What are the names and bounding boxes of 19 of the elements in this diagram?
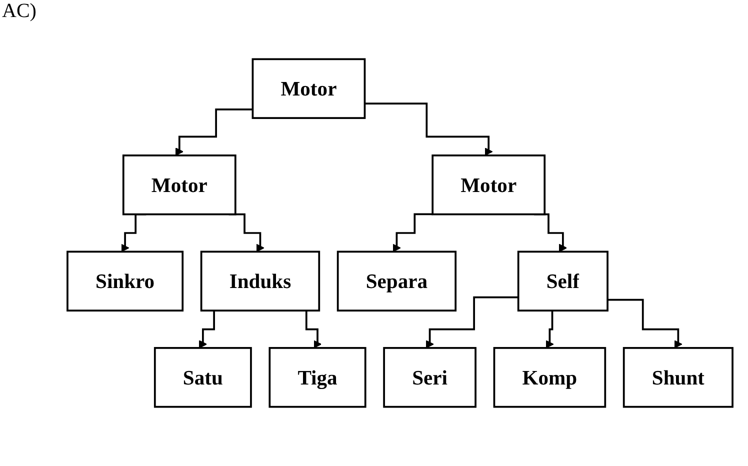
- node-box: Seri: [383, 347, 476, 408]
- node-box: Self: [517, 250, 608, 312]
- node-box: Motor: [252, 58, 366, 119]
- node-box: Sinkro: [66, 250, 184, 312]
- node-box: Shunt: [622, 347, 734, 408]
- node-box: Satu: [154, 347, 252, 408]
- node-box: Separa: [336, 250, 457, 312]
- node-box: Motor: [432, 154, 546, 216]
- note-text: AC): [2, 0, 36, 23]
- node-box: Induks: [200, 250, 320, 312]
- arrow: [175, 108, 253, 156]
- arrow: [392, 213, 433, 252]
- node-box: Tiga: [268, 347, 366, 408]
- node-box: Motor: [122, 154, 236, 216]
- arrow: [546, 310, 555, 348]
- node-box: Komp: [493, 347, 606, 408]
- arrow: [608, 298, 682, 348]
- arrow: [364, 102, 493, 156]
- arrow: [426, 296, 518, 348]
